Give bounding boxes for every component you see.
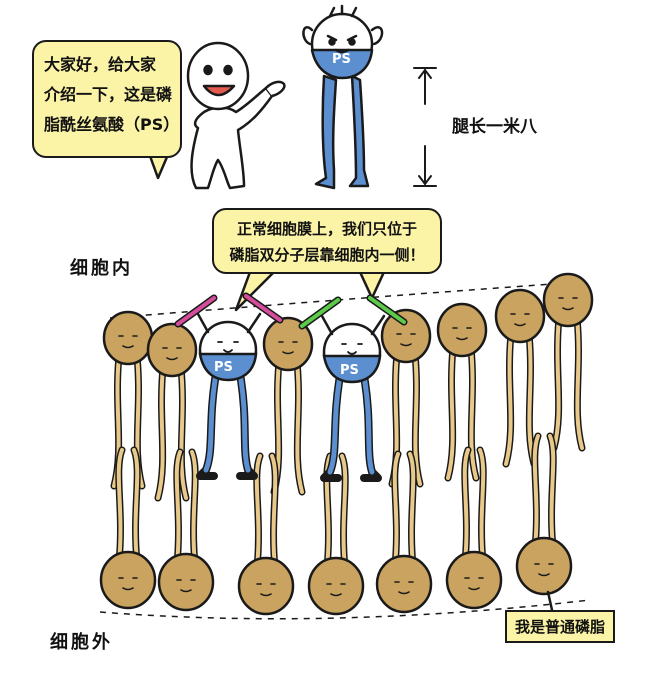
lipid-tail xyxy=(504,332,513,466)
lipid-face xyxy=(118,335,138,349)
lipid-face xyxy=(558,297,578,311)
lipid-face xyxy=(452,327,472,341)
lipid-tail xyxy=(116,448,124,564)
lipid-tail xyxy=(575,316,584,450)
lipid-tail xyxy=(132,448,140,564)
lipid-head-upper xyxy=(146,322,198,378)
glow-stick-pink xyxy=(244,294,282,322)
lipid-tail xyxy=(324,454,332,570)
lipid-head-upper xyxy=(436,302,488,358)
speech-bubble-intro: 大家好，给大家 介绍一下，这是磷 脂酰丝氨酸（PS） xyxy=(32,40,182,158)
lipid-head-upper xyxy=(380,308,432,364)
ps-molecules xyxy=(174,292,408,482)
lipid-label-pointer xyxy=(546,590,554,612)
inside-cell-label: 细胞内 xyxy=(70,258,133,279)
ps-body-green xyxy=(322,354,382,384)
ps-label-membrane-pink: PS xyxy=(214,360,233,375)
bubble-intro-line-2: 介绍一下，这是磷 xyxy=(44,85,173,104)
glow-stick-green xyxy=(300,298,340,328)
lipid-face xyxy=(256,583,276,597)
ps-label-top: PS xyxy=(332,52,351,67)
lipid-face xyxy=(176,579,196,593)
lipid-face xyxy=(162,347,182,361)
lipid-face xyxy=(278,341,298,355)
ps-face-pink xyxy=(217,341,239,353)
lipid-tail xyxy=(340,454,348,570)
ps-leg xyxy=(327,373,343,475)
lipid-tail xyxy=(469,346,478,480)
lipid-tail xyxy=(179,366,188,500)
lipid-tail xyxy=(190,450,198,566)
lipid-tail xyxy=(156,366,165,500)
lipid-tail xyxy=(462,448,470,564)
lipid-face xyxy=(534,563,554,577)
lipid-head-upper xyxy=(494,288,546,344)
bubble-position-tail xyxy=(234,271,275,312)
phospholipid-bilayer xyxy=(99,272,594,620)
lipid-tail xyxy=(532,434,540,550)
lipid-tail xyxy=(408,452,416,568)
ps-leg xyxy=(361,373,375,475)
lipid-head-lower xyxy=(237,556,295,616)
lipid-tail xyxy=(392,452,400,568)
lipid-head-lower xyxy=(515,536,573,596)
leg-length-label: 腿长一米八 xyxy=(452,117,537,137)
ps-arm xyxy=(246,312,262,334)
lipid-tail xyxy=(413,352,422,486)
lipid-face xyxy=(510,313,530,327)
ps-body-pink xyxy=(198,352,258,382)
speech-bubble-position: 正常细胞膜上，我们只位于 磷脂双分子层靠细胞内一侧！ xyxy=(212,208,442,274)
lipid-head-lower xyxy=(375,554,433,614)
bubble-intro-line-3: 脂酰丝氨酸（PS） xyxy=(44,115,180,134)
bubble-position-tail-2 xyxy=(358,271,386,300)
lipid-face xyxy=(118,577,138,591)
lipid-face xyxy=(326,583,346,597)
ps-arm xyxy=(196,312,210,334)
bubble-position-line-1: 正常细胞膜上，我们只位于 xyxy=(236,220,417,238)
lipid-head-lower xyxy=(99,550,157,610)
lipid-head-upper xyxy=(262,316,314,372)
lipid-tail xyxy=(270,454,278,570)
lipid-head-lower xyxy=(307,556,365,616)
lipid-tail xyxy=(548,434,556,550)
ps-arm xyxy=(320,314,334,336)
lipid-tail xyxy=(295,360,304,494)
lipid-head-upper xyxy=(542,272,594,328)
lipid-head-upper xyxy=(102,310,154,366)
ps-character-top xyxy=(302,4,384,190)
lipid-tail xyxy=(552,316,561,450)
lipid-head-lower xyxy=(157,552,215,612)
lipid-face xyxy=(396,333,416,347)
membrane-edge-bottom xyxy=(99,599,591,620)
glow-stick-green xyxy=(368,296,406,324)
ps-label-membrane-green: PS xyxy=(340,363,359,378)
ps-leg xyxy=(203,371,219,473)
lipid-head-lower xyxy=(445,550,503,610)
outside-cell-label: 细胞外 xyxy=(50,632,113,653)
presenter-figure xyxy=(186,41,286,190)
height-marker xyxy=(413,67,437,187)
normal-lipid-label: 我是普通磷脂 xyxy=(505,610,616,643)
lipid-tail xyxy=(254,454,262,570)
ps-face-green xyxy=(341,343,363,355)
ps-arm xyxy=(370,314,386,336)
lipid-tail xyxy=(174,450,182,566)
lipid-tail xyxy=(527,332,536,466)
ps-leg xyxy=(237,371,251,473)
lipid-face xyxy=(464,577,484,591)
bubble-position-line-2: 磷脂双分子层靠细胞内一侧！ xyxy=(229,246,425,264)
glow-stick-pink xyxy=(176,296,216,326)
lipid-face xyxy=(394,581,414,595)
lipid-tail xyxy=(446,346,455,480)
lipid-tail xyxy=(478,448,486,564)
bubble-intro-line-1: 大家好，给大家 xyxy=(44,55,157,74)
